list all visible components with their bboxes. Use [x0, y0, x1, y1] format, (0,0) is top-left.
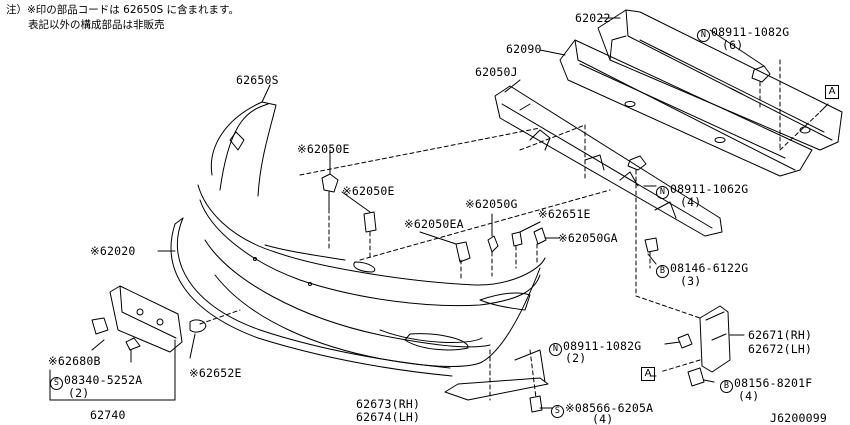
label-62672: 62672(LH)	[748, 342, 813, 356]
label-62050G: ※62050G	[465, 197, 518, 211]
license-bracket	[91, 285, 207, 363]
label-62050GA: ※62050GA	[558, 231, 618, 245]
qty-nut-08911-1082G-mid: (2)	[565, 351, 587, 365]
screw-symbol-icon: S	[50, 377, 63, 390]
nut-symbol-icon: N	[697, 29, 710, 42]
qty-bolt-08146-6122G: (3)	[680, 274, 702, 288]
bolt-symbol-icon: B	[720, 380, 733, 393]
side-bracket-lower	[444, 349, 549, 401]
energy-absorber	[559, 39, 813, 177]
callout-a-bottom: A	[641, 367, 655, 381]
label-62022: 62022	[575, 11, 611, 25]
qty-screw-08566-6205A: (4)	[592, 412, 614, 425]
label-62050E-lower: ※62050E	[342, 184, 395, 198]
label-62090: 62090	[506, 42, 542, 56]
label-62680B: ※62680B	[48, 354, 101, 368]
note-line-2: 表記以外の構成部品は非販売	[28, 19, 165, 31]
note-line-1: 注）※印の部品コードは 62650S に含まれます。	[6, 4, 239, 16]
fasteners	[627, 65, 771, 387]
bumper-fascia	[197, 101, 546, 367]
label-62020: ※62020	[90, 244, 136, 258]
label-62050EA: ※62050EA	[404, 217, 464, 231]
solid-leaders	[49, 17, 829, 409]
label-62671: 62671(RH)	[748, 328, 813, 342]
nut-symbol-icon: N	[549, 343, 562, 356]
label-62652E: ※62652E	[189, 366, 242, 380]
label-62674: 62674(LH)	[356, 410, 421, 424]
label-62740: 62740	[90, 408, 126, 422]
label-62651E: ※62651E	[538, 207, 591, 221]
qty-bolt-08156-8201F: (4)	[738, 389, 760, 403]
upper-retainer	[494, 85, 723, 237]
qty-nut-08911-1082G-top: (6)	[722, 38, 744, 52]
label-62050J: 62050J	[475, 65, 518, 79]
lip-spoiler	[170, 217, 453, 377]
clips	[321, 173, 547, 413]
callout-a-top: A	[825, 85, 839, 99]
label-62673: 62673(RH)	[356, 397, 421, 411]
bumper-stay	[699, 305, 731, 373]
screw-symbol-icon: S	[551, 405, 564, 418]
label-screw-08566-6205A: S※08566-6205A	[551, 402, 653, 418]
qty-screw-08340-5252A: (2)	[68, 386, 90, 400]
leader-lines	[199, 59, 821, 401]
label-62650S: 62650S	[236, 73, 279, 87]
nut-symbol-icon: N	[656, 186, 669, 199]
bolt-symbol-icon: B	[656, 265, 669, 278]
diagram-id: J6200099	[770, 411, 827, 425]
qty-nut-08911-1062G: (4)	[680, 195, 702, 209]
label-62050E-upper: ※62050E	[297, 142, 350, 156]
reinforcement-beam	[597, 9, 843, 151]
